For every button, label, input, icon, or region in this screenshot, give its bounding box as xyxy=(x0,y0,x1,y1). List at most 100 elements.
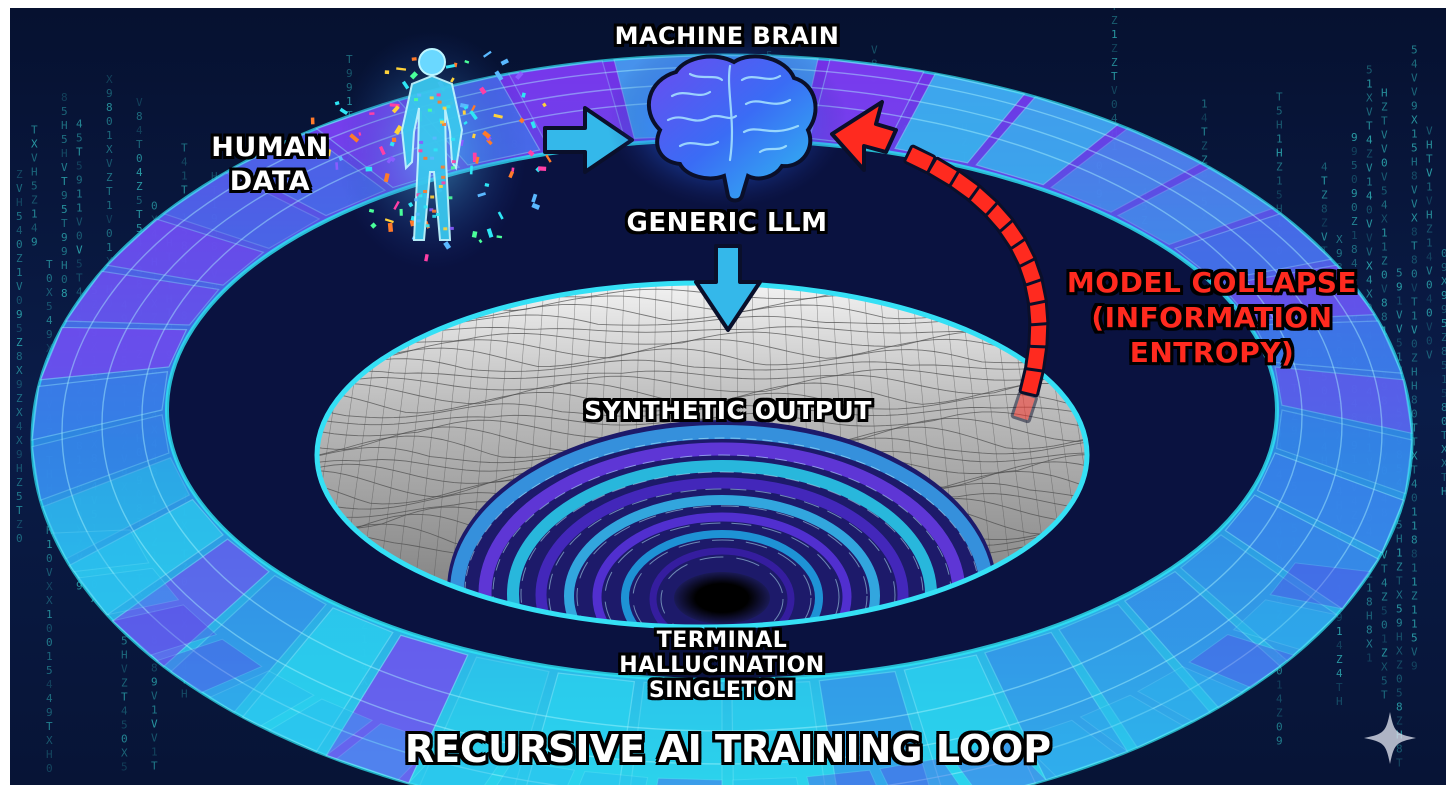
svg-text:Z: Z xyxy=(16,476,23,489)
svg-text:8: 8 xyxy=(61,287,68,300)
svg-text:5: 5 xyxy=(1411,44,1418,57)
svg-text:8: 8 xyxy=(1411,394,1418,407)
svg-text:Z: Z xyxy=(16,168,23,181)
svg-text:T: T xyxy=(1411,464,1418,477)
svg-text:1: 1 xyxy=(1381,227,1388,240)
svg-text:Z: Z xyxy=(106,171,113,184)
svg-text:H: H xyxy=(1336,695,1343,708)
svg-text:V: V xyxy=(1411,72,1418,85)
svg-text:V: V xyxy=(1426,265,1433,278)
svg-text:0: 0 xyxy=(1426,279,1433,292)
svg-text:H: H xyxy=(31,166,38,179)
svg-text:V: V xyxy=(151,718,158,731)
svg-text:8: 8 xyxy=(1381,297,1388,310)
svg-text:1: 1 xyxy=(1366,176,1373,189)
svg-text:T: T xyxy=(1336,681,1343,694)
svg-text:4: 4 xyxy=(121,704,128,717)
svg-text:V: V xyxy=(1366,218,1373,231)
svg-text:8: 8 xyxy=(1441,401,1448,414)
svg-text:T: T xyxy=(31,124,38,137)
svg-text:0: 0 xyxy=(46,552,53,565)
svg-text:1: 1 xyxy=(1381,633,1388,646)
svg-text:5: 5 xyxy=(1441,387,1448,400)
svg-text:X: X xyxy=(1366,288,1373,301)
svg-text:1: 1 xyxy=(1426,181,1433,194)
svg-text:4: 4 xyxy=(1366,190,1373,203)
svg-text:8: 8 xyxy=(1351,243,1358,256)
svg-text:1: 1 xyxy=(46,538,53,551)
svg-text:5: 5 xyxy=(121,634,128,647)
svg-text:V: V xyxy=(1426,349,1433,362)
svg-text:5: 5 xyxy=(1396,337,1403,350)
svg-text:H: H xyxy=(16,196,23,209)
svg-text:T: T xyxy=(1426,153,1433,166)
terminal-line-1: TERMINAL xyxy=(656,628,788,653)
svg-text:5: 5 xyxy=(1276,104,1283,117)
svg-text:H: H xyxy=(1411,380,1418,393)
svg-text:0: 0 xyxy=(46,622,53,635)
svg-text:T: T xyxy=(16,504,23,517)
svg-text:X: X xyxy=(1411,450,1418,463)
svg-text:5: 5 xyxy=(121,760,128,773)
svg-text:0: 0 xyxy=(1381,269,1388,282)
synthetic-output-label: SYNTHETIC OUTPUT xyxy=(584,396,872,425)
svg-text:5: 5 xyxy=(16,490,23,503)
svg-text:5: 5 xyxy=(46,664,53,677)
svg-text:X: X xyxy=(46,342,53,355)
svg-text:H: H xyxy=(181,687,188,700)
svg-text:H: H xyxy=(1276,146,1283,159)
svg-text:X: X xyxy=(1441,457,1448,470)
svg-text:Z: Z xyxy=(1441,331,1448,344)
svg-text:1: 1 xyxy=(106,199,113,212)
svg-text:1: 1 xyxy=(1411,576,1418,589)
svg-text:1: 1 xyxy=(1411,506,1418,519)
svg-text:4: 4 xyxy=(1366,274,1373,287)
model-collapse-line-3: ENTROPY) xyxy=(1129,336,1295,369)
svg-text:X: X xyxy=(1411,212,1418,225)
svg-text:T: T xyxy=(1411,240,1418,253)
svg-text:0: 0 xyxy=(16,294,23,307)
svg-text:9: 9 xyxy=(46,328,53,341)
svg-text:V: V xyxy=(1366,162,1373,175)
svg-text:5: 5 xyxy=(46,300,53,313)
svg-text:Z: Z xyxy=(1366,148,1373,161)
data-confetti xyxy=(310,50,552,262)
svg-text:X: X xyxy=(106,73,113,86)
svg-text:0: 0 xyxy=(1441,415,1448,428)
svg-text:V: V xyxy=(1381,549,1388,562)
svg-text:8: 8 xyxy=(151,662,158,675)
svg-text:V: V xyxy=(106,157,113,170)
svg-text:T: T xyxy=(1411,422,1418,435)
outer-ring-segments xyxy=(31,54,1413,785)
svg-text:V: V xyxy=(1321,230,1328,243)
svg-text:1: 1 xyxy=(151,704,158,717)
svg-text:Z: Z xyxy=(1276,706,1283,719)
svg-text:9: 9 xyxy=(16,448,23,461)
svg-text:T: T xyxy=(1411,436,1418,449)
svg-text:8: 8 xyxy=(1381,311,1388,324)
svg-text:9: 9 xyxy=(61,189,68,202)
svg-text:5: 5 xyxy=(16,322,23,335)
svg-text:5: 5 xyxy=(61,203,68,216)
svg-text:9: 9 xyxy=(1336,247,1343,260)
svg-text:8: 8 xyxy=(61,91,68,104)
svg-text:V: V xyxy=(1381,143,1388,156)
svg-text:8: 8 xyxy=(1321,202,1328,215)
svg-text:Z: Z xyxy=(1381,101,1388,114)
svg-text:V: V xyxy=(76,215,83,228)
svg-text:H: H xyxy=(61,147,68,160)
svg-text:T: T xyxy=(1111,0,1118,13)
svg-text:V: V xyxy=(871,43,878,56)
svg-text:X: X xyxy=(1396,645,1403,658)
svg-text:Z: Z xyxy=(1381,591,1388,604)
svg-text:5: 5 xyxy=(1396,267,1403,280)
svg-text:0: 0 xyxy=(1411,338,1418,351)
svg-text:4: 4 xyxy=(181,155,188,168)
svg-text:H: H xyxy=(1381,87,1388,100)
svg-text:8: 8 xyxy=(1396,743,1403,756)
svg-text:H: H xyxy=(1276,202,1283,215)
svg-text:V: V xyxy=(151,690,158,703)
svg-text:Z: Z xyxy=(1381,255,1388,268)
svg-text:Z: Z xyxy=(1426,223,1433,236)
black-hole xyxy=(674,572,770,624)
